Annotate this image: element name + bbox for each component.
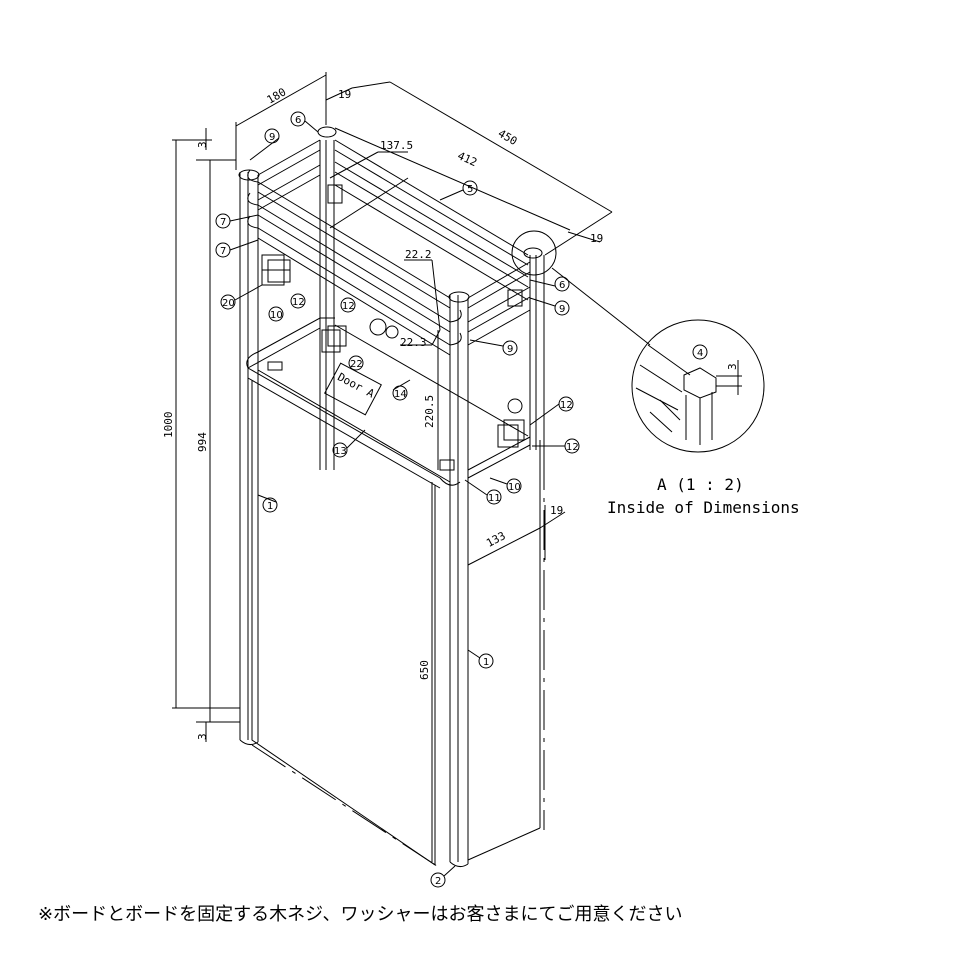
dim-412: 412 bbox=[456, 149, 479, 169]
callout-13: 13 bbox=[334, 446, 347, 457]
detail-marker-circle bbox=[511, 230, 557, 276]
dim-3-bottom: 3 bbox=[196, 733, 209, 740]
dim-22-3: 22.3 bbox=[400, 336, 427, 349]
callout-1-right: 1 bbox=[483, 657, 489, 668]
callout-9-right: 9 bbox=[559, 304, 565, 315]
callout-11: 11 bbox=[488, 493, 501, 504]
callout-7-a: 7 bbox=[220, 217, 226, 228]
right-front-post bbox=[449, 295, 469, 868]
detail-subtitle: Inside of Dimensions bbox=[607, 498, 800, 517]
left-front-post bbox=[319, 140, 335, 470]
callout-1-left: 1 bbox=[267, 501, 273, 512]
dim-137: 137.5 bbox=[380, 139, 413, 152]
dim-650: 650 bbox=[418, 660, 431, 680]
callout-9-mid: 9 bbox=[507, 344, 513, 355]
callout-12-c: 12 bbox=[560, 400, 573, 411]
bracket-12-right bbox=[497, 419, 525, 448]
dim-3-top: 3 bbox=[196, 141, 209, 148]
dim-450: 450 bbox=[496, 127, 520, 148]
callout-circle-4 bbox=[692, 344, 708, 360]
callout-4: 4 bbox=[697, 348, 703, 359]
callout-2: 2 bbox=[435, 876, 441, 887]
callout-12-d: 12 bbox=[566, 442, 579, 453]
post-cap bbox=[317, 126, 337, 138]
dim-19-top: 19 bbox=[338, 88, 351, 101]
callout-leaders bbox=[229, 120, 565, 877]
post-cap bbox=[448, 291, 470, 303]
callout-12-b: 12 bbox=[342, 301, 355, 312]
door-board bbox=[251, 380, 541, 866]
callout-12-a: 12 bbox=[292, 297, 305, 308]
dim-180: 180 bbox=[265, 85, 289, 106]
right-back-post bbox=[529, 255, 545, 450]
assembly-note: ※ボードとボードを固定する木ネジ、ワッシャーはお客さまにてご用意ください bbox=[38, 904, 683, 925]
bracket-top bbox=[327, 184, 523, 307]
callout-20: 20 bbox=[222, 298, 235, 309]
post-cap bbox=[523, 247, 543, 259]
callout-6-right: 6 bbox=[559, 280, 565, 291]
callout-circles bbox=[215, 111, 580, 888]
door-label-box bbox=[324, 362, 382, 416]
detail-leader-line bbox=[551, 267, 651, 346]
dim-3-detail: 3 bbox=[726, 363, 739, 370]
bracket-22 bbox=[321, 325, 347, 353]
dim-19-right: 19 bbox=[590, 232, 603, 245]
bottom-extension-lines bbox=[251, 450, 545, 869]
top-frame-rails bbox=[247, 139, 531, 356]
callout-9-top: 9 bbox=[269, 132, 275, 143]
callout-7-b: 7 bbox=[220, 246, 226, 257]
middle-frame bbox=[246, 317, 531, 489]
dim-220-5: 220.5 bbox=[423, 395, 436, 428]
bracket-20 bbox=[261, 254, 291, 286]
dim-994: 994 bbox=[196, 432, 209, 452]
callout-14: 14 bbox=[394, 389, 407, 400]
left-back-post bbox=[239, 172, 259, 746]
callout-6-top: 6 bbox=[295, 115, 301, 126]
small-brackets bbox=[267, 361, 455, 471]
callout-22: 22 bbox=[350, 359, 363, 370]
door-a-label: Door A bbox=[335, 370, 377, 400]
detail-title: A (1 : 2) bbox=[657, 475, 744, 494]
dimension-lines bbox=[172, 72, 613, 862]
pipe-clamp bbox=[369, 318, 523, 414]
dim-1000: 1000 bbox=[162, 412, 175, 439]
callout-5: 5 bbox=[467, 184, 473, 195]
detail-a-view bbox=[631, 319, 765, 453]
dim-22-2: 22.2 bbox=[405, 248, 432, 261]
callout-10-a: 10 bbox=[270, 310, 283, 321]
dim-19-lower: 19 bbox=[550, 504, 563, 517]
callout-10-b: 10 bbox=[508, 482, 521, 493]
